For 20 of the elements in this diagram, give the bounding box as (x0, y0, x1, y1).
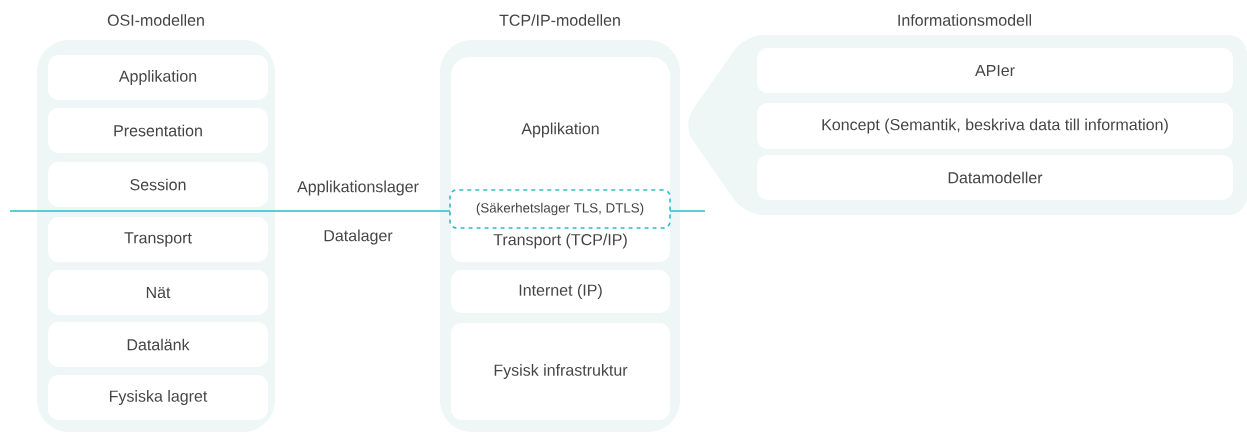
layer-label: Applikationslager (297, 180, 419, 196)
layer-box: Datamodeller (757, 155, 1233, 200)
node-label: Applikation (521, 122, 599, 138)
layer-box: Koncept (Semantik, beskriva data till information) (757, 103, 1233, 149)
node-label: Informationsmodell (898, 14, 1032, 26)
layer-box: Nät (48, 270, 268, 315)
layer-box: Internet (IP) (451, 270, 670, 313)
layer-box: APIer (757, 48, 1233, 93)
security-layer-box: (Säkerhetslager TLS, DTLS) (449, 189, 671, 229)
layer-box: Session (48, 162, 268, 207)
node-label: OSI-modellen (107, 14, 204, 26)
layer-box: Datalänk (48, 322, 268, 367)
node-label: Transport (TCP/IP) (493, 233, 627, 249)
layer-box: Fysiska lagret (48, 375, 268, 420)
layer-box: Applikation (48, 55, 268, 100)
layer-box: Presentation (48, 108, 268, 153)
layer-box: Fysisk infrastruktur (451, 323, 670, 420)
layer-box: Transport (48, 217, 268, 262)
node-label: TCP/IP-modellen (499, 14, 620, 26)
layer-label: Datalager (324, 229, 393, 245)
